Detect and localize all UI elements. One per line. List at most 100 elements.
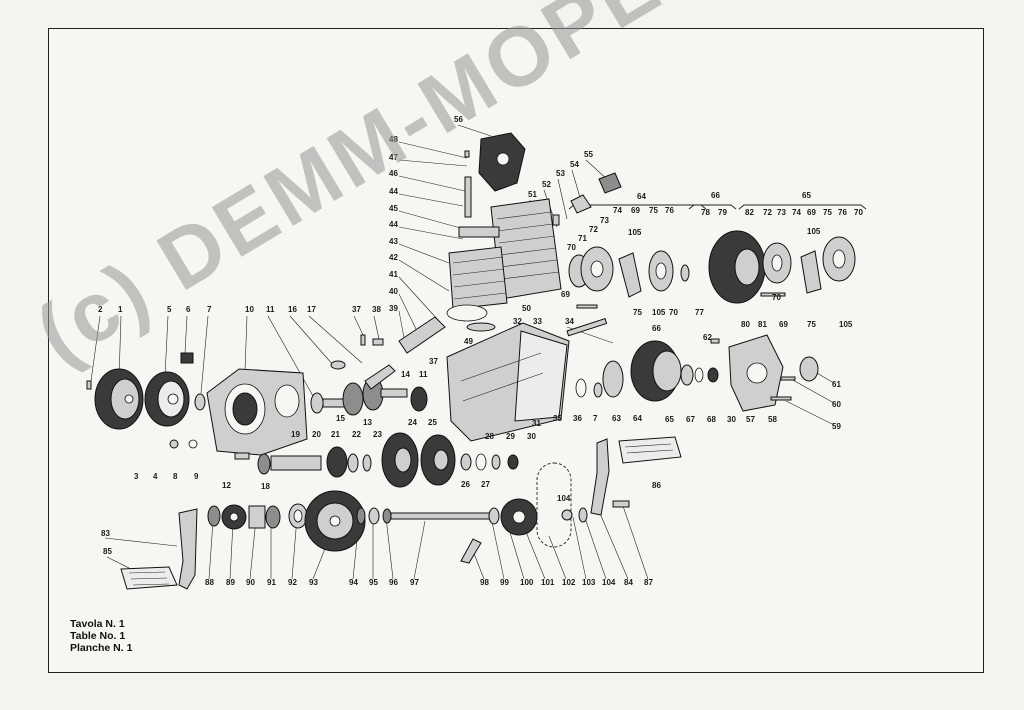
- part-label: 76: [665, 206, 674, 215]
- part-label: 75: [823, 208, 832, 217]
- part-label: 98: [480, 578, 489, 587]
- part-label: 58: [768, 415, 777, 424]
- part-label: 64: [637, 192, 646, 201]
- part-label: 34: [565, 317, 574, 326]
- part-label: 8: [173, 472, 178, 481]
- part-label: 37: [429, 357, 438, 366]
- part-label: 9: [194, 472, 199, 481]
- part-label: 61: [832, 380, 841, 389]
- part-label: 92: [288, 578, 297, 587]
- part-label: 70: [772, 293, 781, 302]
- part-label: 28: [485, 432, 494, 441]
- part-label: 87: [644, 578, 653, 587]
- part-label: 31: [532, 419, 541, 428]
- part-label: 104: [602, 578, 616, 587]
- part-label: 14: [401, 370, 410, 379]
- part-label: 66: [652, 324, 661, 333]
- part-label: 72: [763, 208, 772, 217]
- part-label: 86: [652, 481, 661, 490]
- part-label: 44: [389, 187, 398, 196]
- part-label: 10: [245, 305, 254, 314]
- part-label: 80: [741, 320, 750, 329]
- part-label: 33: [533, 317, 542, 326]
- part-label: 29: [506, 432, 515, 441]
- left-pedal-assembly: [120, 508, 198, 590]
- part-label: 51: [528, 190, 537, 199]
- lower-shaft-assembly: [207, 490, 538, 564]
- part-label: 105: [839, 320, 853, 329]
- part-label: 44: [389, 220, 398, 229]
- part-label: 88: [205, 578, 214, 587]
- part-label: 103: [582, 578, 596, 587]
- part-label: 55: [584, 150, 593, 159]
- part-label: 24: [408, 418, 417, 427]
- part-label: 3: [134, 472, 139, 481]
- part-label: 20: [312, 430, 321, 439]
- part-label: 82: [745, 208, 754, 217]
- part-label: 48: [389, 135, 398, 144]
- cylinder-head-assembly: [398, 132, 622, 354]
- part-label: 2: [98, 305, 103, 314]
- part-label: 22: [352, 430, 361, 439]
- part-label: 69: [561, 290, 570, 299]
- part-label: 23: [373, 430, 382, 439]
- part-label: 78: [701, 208, 710, 217]
- part-label: 65: [802, 191, 811, 200]
- caption-french: Planche N. 1: [70, 642, 133, 654]
- part-label: 91: [267, 578, 276, 587]
- part-label: 105: [628, 228, 642, 237]
- part-label: 81: [758, 320, 767, 329]
- caption-english: Table No. 1: [70, 630, 126, 642]
- part-label: 90: [246, 578, 255, 587]
- part-label: 40: [389, 287, 398, 296]
- part-label: 13: [363, 418, 372, 427]
- part-label: 94: [349, 578, 358, 587]
- part-label: 97: [410, 578, 419, 587]
- part-label: 70: [567, 243, 576, 252]
- part-label: 5: [167, 305, 172, 314]
- part-label: 35: [553, 414, 562, 423]
- part-label: 64: [633, 414, 642, 423]
- part-label: 67: [686, 415, 695, 424]
- part-label: 76: [838, 208, 847, 217]
- part-label: 7: [593, 414, 598, 423]
- part-label: 25: [428, 418, 437, 427]
- part-label: 56: [454, 115, 463, 124]
- part-label: 49: [464, 337, 473, 346]
- crankshaft: [310, 334, 428, 416]
- part-label: 19: [291, 430, 300, 439]
- group-braces: [568, 204, 867, 210]
- part-label: 30: [527, 432, 536, 441]
- part-label: 70: [669, 308, 678, 317]
- part-label: 75: [633, 308, 642, 317]
- part-label: 102: [562, 578, 576, 587]
- part-label: 59: [832, 422, 841, 431]
- part-label: 85: [103, 547, 112, 556]
- part-label: 105: [807, 227, 821, 236]
- part-label: 12: [222, 481, 231, 490]
- part-label: 53: [556, 169, 565, 178]
- gear-cluster: [257, 422, 519, 488]
- part-label: 73: [777, 208, 786, 217]
- right-crankcase: [446, 318, 608, 442]
- part-label: 15: [336, 414, 345, 423]
- part-label: 60: [832, 400, 841, 409]
- part-label: 36: [573, 414, 582, 423]
- part-label: 47: [389, 153, 398, 162]
- part-label: 70: [854, 208, 863, 217]
- part-label: 39: [389, 304, 398, 313]
- part-label: 21: [331, 430, 340, 439]
- part-label: 26: [461, 480, 470, 489]
- part-label: 52: [542, 180, 551, 189]
- part-label: 69: [631, 206, 640, 215]
- part-label: 6: [186, 305, 191, 314]
- part-label: 46: [389, 169, 398, 178]
- part-label: 66: [711, 191, 720, 200]
- part-label: 101: [541, 578, 555, 587]
- part-label: 72: [589, 225, 598, 234]
- part-label: 27: [481, 480, 490, 489]
- part-label: 30: [727, 415, 736, 424]
- part-label: 45: [389, 204, 398, 213]
- part-label: 42: [389, 253, 398, 262]
